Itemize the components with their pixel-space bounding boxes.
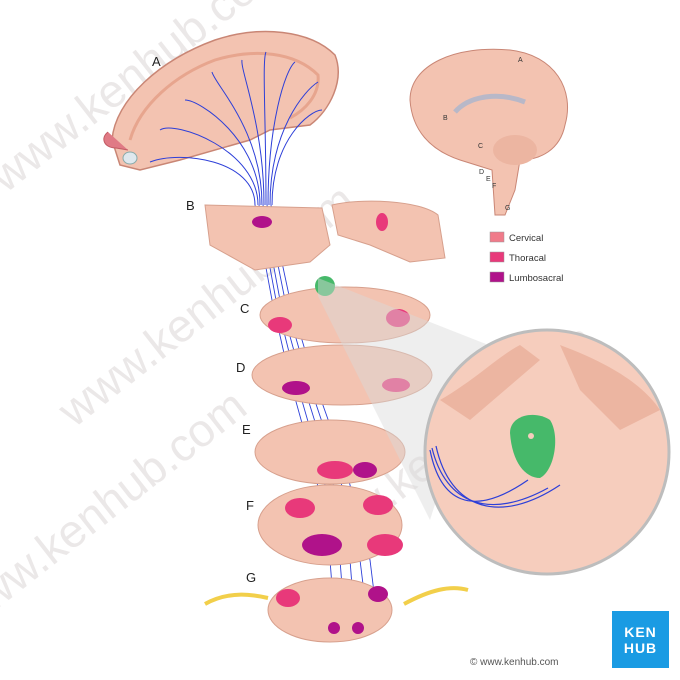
label-c: C	[240, 301, 249, 316]
legend: Cervical Thoracal Lumbosacral	[490, 232, 563, 284]
logo-line-2: HUB	[624, 640, 657, 656]
inset-label-e: E	[486, 176, 491, 183]
label-b: B	[186, 198, 195, 213]
legend-swatch-lumbosacral	[490, 272, 504, 282]
brain-inset: A B C D E F G	[410, 49, 568, 215]
inset-label-f: F	[492, 183, 496, 190]
logo-line-1: KEN	[624, 624, 657, 640]
inset-label-c: C	[478, 143, 483, 150]
section-e	[255, 420, 405, 484]
label-a: A	[152, 54, 161, 69]
copyright-text: © www.kenhub.com	[470, 657, 559, 668]
label-e: E	[242, 422, 251, 437]
inset-label-a: A	[518, 57, 523, 64]
legend-swatch-cervical	[490, 232, 504, 242]
label-g: G	[246, 570, 256, 585]
legend-label-lumbosacral: Lumbosacral	[509, 273, 563, 284]
label-f: F	[246, 498, 254, 513]
inset-label-d: D	[479, 169, 484, 176]
inset-label-b: B	[443, 115, 448, 122]
label-d: D	[236, 360, 245, 375]
legend-label-cervical: Cervical	[509, 233, 543, 244]
zoom-inset	[425, 330, 669, 574]
watermark-text-4: www.kenhub.com	[0, 379, 256, 643]
kenhub-logo: KEN HUB	[612, 611, 669, 668]
legend-swatch-thoracal	[490, 252, 504, 262]
section-g	[205, 578, 468, 642]
inset-label-g: G	[505, 205, 510, 212]
legend-label-thoracal: Thoracal	[509, 253, 546, 264]
section-f	[258, 485, 403, 565]
